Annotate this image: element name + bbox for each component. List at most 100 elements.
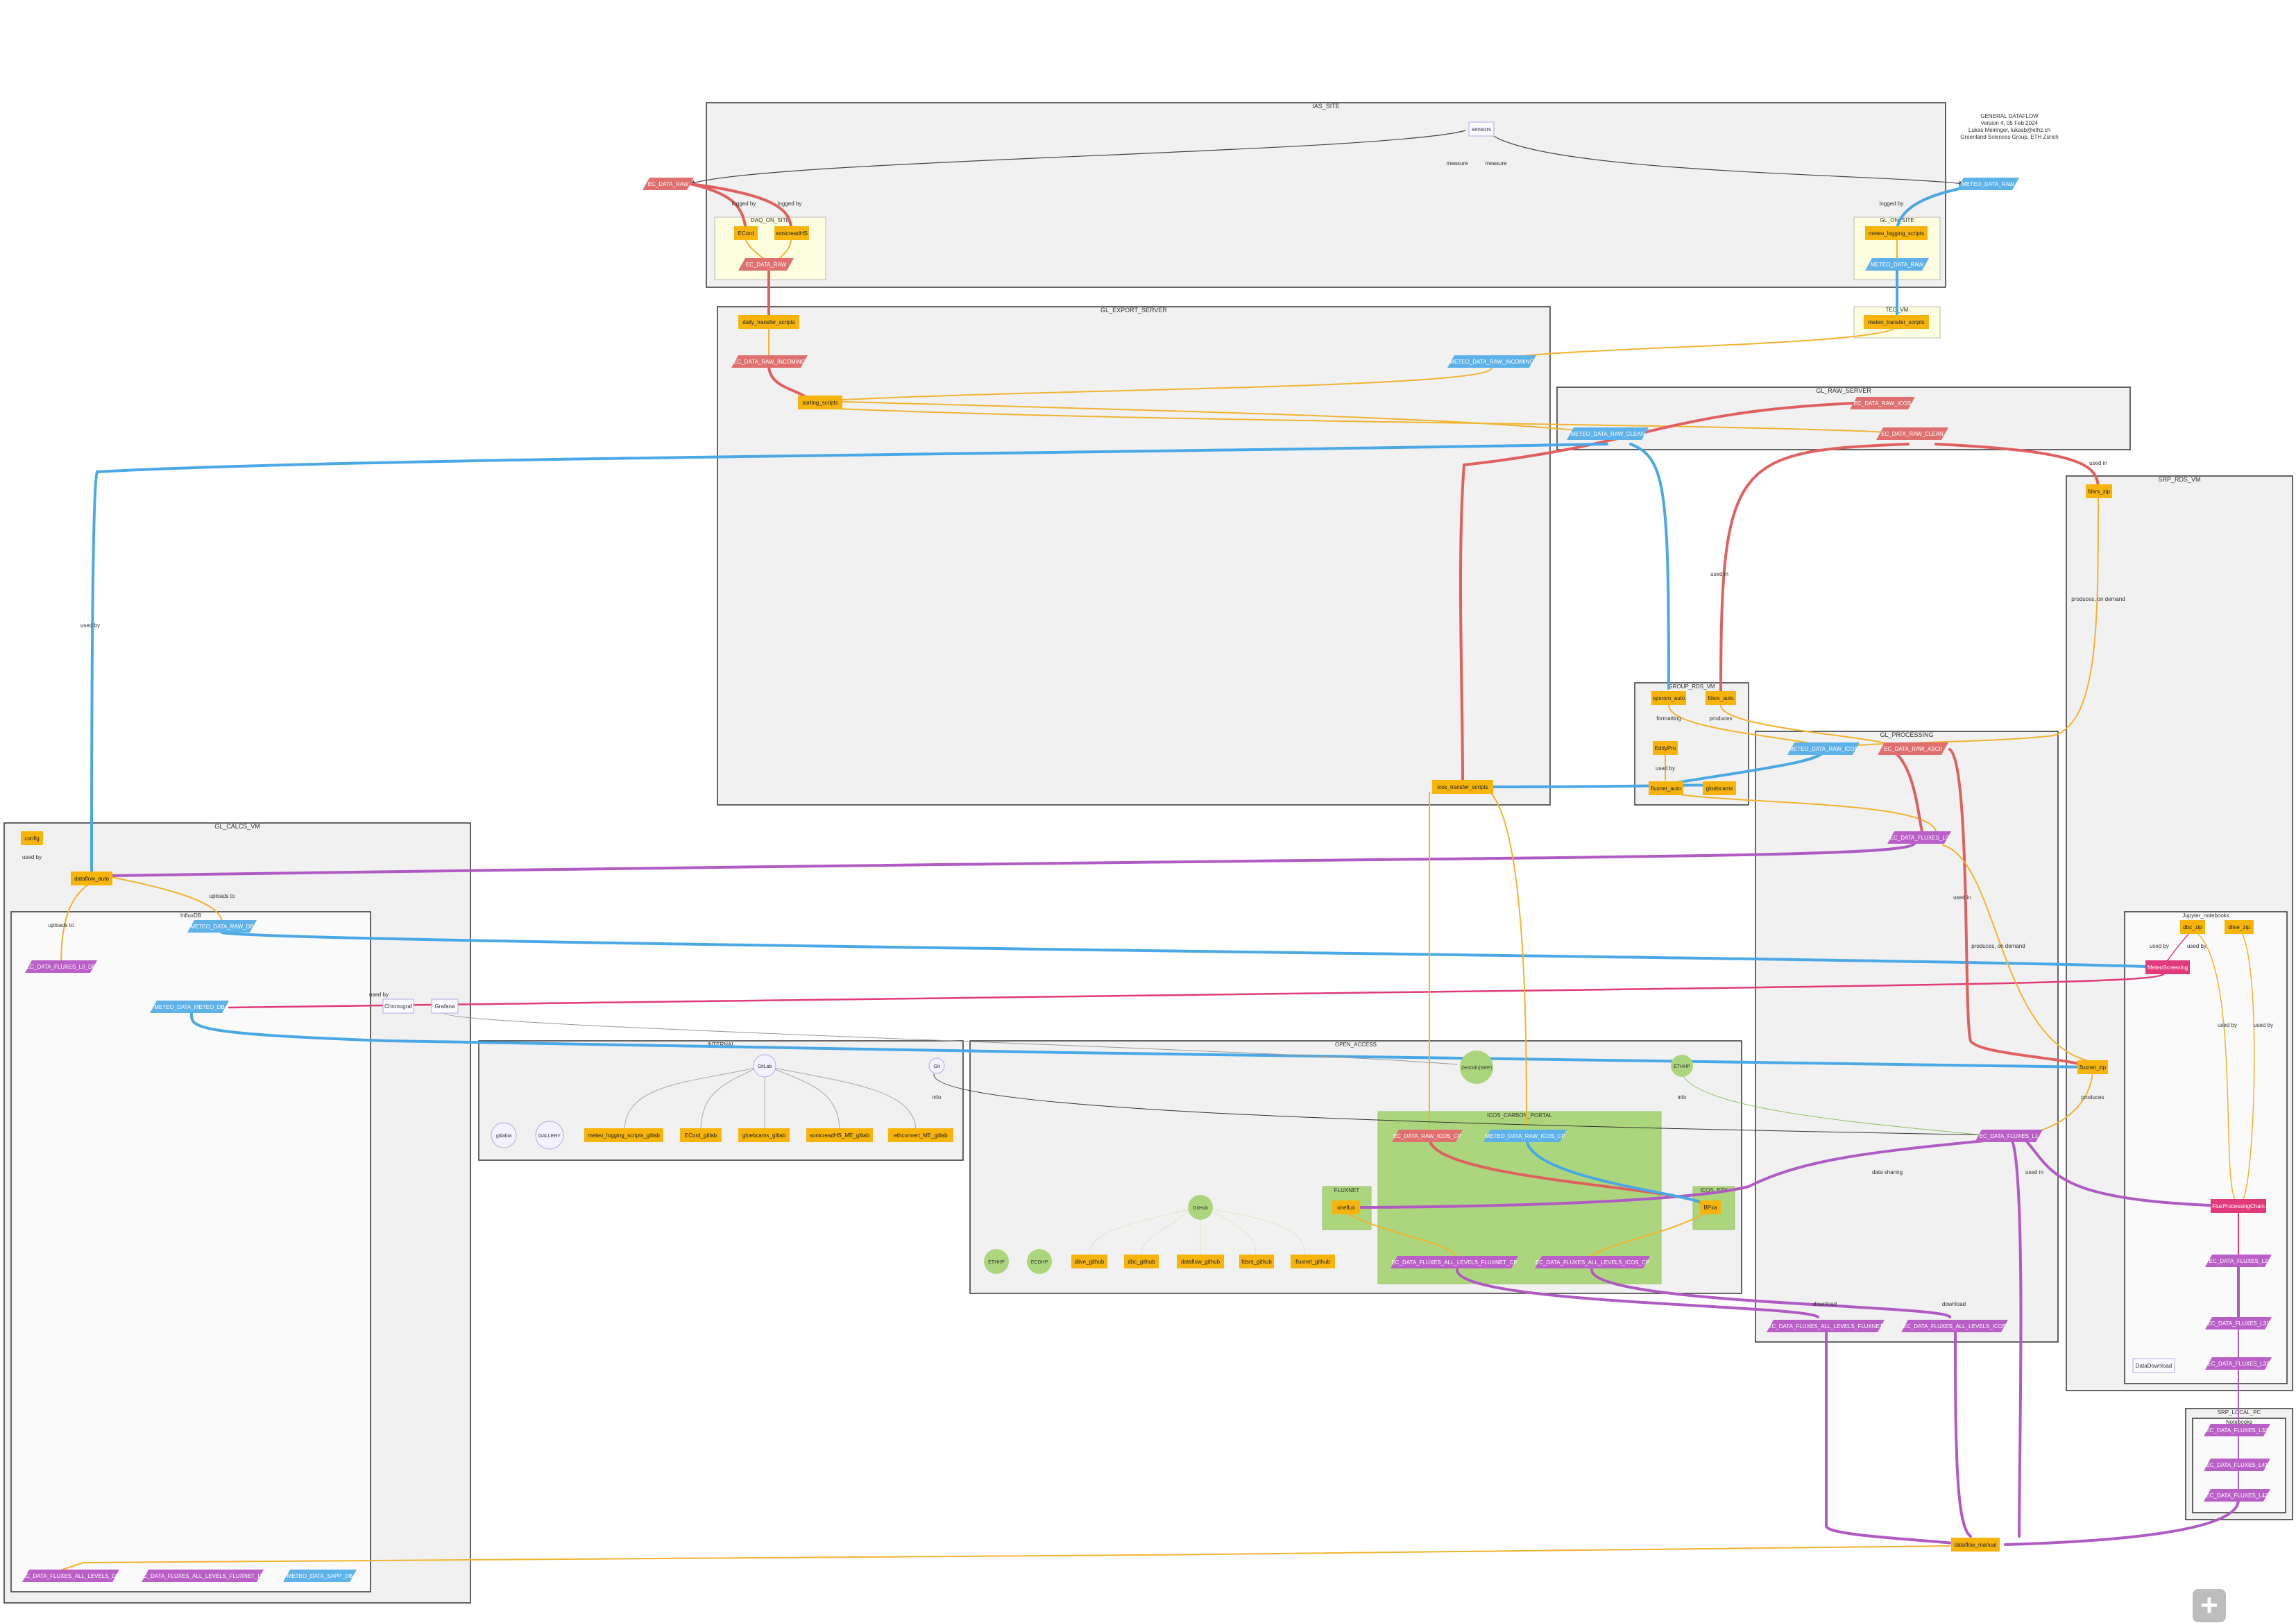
node-bpxa[interactable]: BPxa [1700, 1200, 1721, 1214]
node-gloebcams[interactable]: gloebcams [1703, 781, 1736, 795]
node-ec-data-fluxes-l0-db[interactable]: EC_DATA_FLUXES_L0_DB [25, 960, 97, 973]
node-ec-data-raw-incoming[interactable]: EC_DATA_RAW_INCOMING [731, 355, 808, 368]
node-git[interactable]: Git [928, 1057, 945, 1074]
svg-text:daily_transfer_scripts: daily_transfer_scripts [742, 319, 795, 325]
edge-label-produces-on-demand-1: produces, on demand [2071, 596, 2125, 602]
node-meteo-data-raw-icos-cp[interactable]: METEO_DATA_RAW_ICOS_CP [1483, 1130, 1567, 1142]
node-github[interactable]: GitHub [1188, 1195, 1213, 1220]
node-ec-data-fluxes-l2[interactable]: EC_DATA_FLUXES_L2 [2205, 1255, 2272, 1267]
node-meteo-data-raw-incoming[interactable]: METEO_DATA_RAW_INCOMING [1447, 355, 1536, 368]
node-datadownload[interactable]: DataDownload [2132, 1358, 2175, 1373]
node-dbc-github[interactable]: dbc_github [1124, 1255, 1159, 1268]
node-ec-data-fluxes-l33[interactable]: EC_DATA_FLUXES_L33 [2204, 1424, 2270, 1436]
svg-text:EC_DATA_FLUXES_L0_DB: EC_DATA_FLUXES_L0_DB [26, 964, 96, 970]
node-ec-data-raw-icos-cp[interactable]: EC_DATA_RAW_ICOS_CP [1392, 1130, 1463, 1142]
node-ethconvert-me-gitlab[interactable]: ethconvert_ME_gitlab [888, 1128, 953, 1142]
node-dbc-zip[interactable]: dbc_zip [2180, 920, 2205, 934]
node-ec-data-fluxes-l0[interactable]: EC_DATA_FLUXES_L0 [1887, 831, 1951, 844]
svg-text:METEO_DATA_RAW_DB: METEO_DATA_RAW_DB [190, 924, 253, 930]
node-meteo-data-raw-icos[interactable]: METEO_DATA_RAW_ICOS [1787, 742, 1860, 755]
node-meteo-logging-scripts[interactable]: meteo_logging_scripts [1865, 226, 1928, 240]
node-sensors[interactable]: sensors [1468, 121, 1495, 137]
info-line-3: Lukas Meiringer, lukasb@ethz.ch [1968, 127, 2050, 133]
node-grafana[interactable]: Grafana [431, 999, 459, 1014]
node-ec-data-fluxes-all-levels-fluxnet-db[interactable]: EC_DATA_FLUXES_ALL_LEVELS_FLUXNET_DB [139, 1570, 266, 1582]
node-ec-data-fluxes-all-levels-fluxnet-cp[interactable]: EC_DATA_FLUXES_ALL_LEVELS_FLUXNET_CP [1391, 1256, 1518, 1268]
node-meteo-data-raw-db[interactable]: METEO_DATA_RAW_DB [187, 920, 257, 933]
node-sonicreadhs-me-gitlab[interactable]: sonicreadHS_ME_gitlab [806, 1128, 873, 1142]
node-dataflow-manual[interactable]: dataflow_manual [1951, 1538, 2000, 1552]
node-ec-data-fluxes-l42[interactable]: EC_DATA_FLUXES_L42 [2204, 1489, 2270, 1502]
svg-text:gitlabia: gitlabia [496, 1134, 511, 1139]
node-diive-zip[interactable]: diive_zip [2225, 920, 2254, 934]
node-ec-data-fluxes-all-levels-db[interactable]: EC_DATA_FLUXES_ALL_LEVELS_DB [22, 1570, 119, 1582]
svg-text:ECord: ECord [738, 230, 754, 237]
node-daily-transfer-scripts[interactable]: daily_transfer_scripts [738, 315, 799, 329]
cluster-jupyter-notebooks-label: Jupyter_notebooks [2182, 912, 2229, 919]
node-gallery[interactable]: GALLERY [535, 1121, 564, 1150]
node-fdsrs-auto[interactable]: fdsrs_auto [1706, 691, 1736, 705]
node-opsrom-auto[interactable]: opsrom_auto [1651, 691, 1686, 705]
node-dataflow-auto[interactable]: dataflow_auto [71, 872, 112, 885]
svg-text:DataDownload: DataDownload [2136, 1363, 2172, 1369]
svg-text:fluxnet_github: fluxnet_github [1295, 1259, 1330, 1265]
svg-text:EddyPro: EddyPro [1655, 745, 1676, 751]
node-ethhp-bottom[interactable]: ETHHP [984, 1249, 1009, 1274]
node-ec-data-raw[interactable]: EC_DATA_RAW [643, 178, 694, 190]
node-oneflux[interactable]: oneflux [1332, 1200, 1360, 1214]
edge-label-used-by-8: used by [2254, 1022, 2273, 1028]
node-ec-data-raw-ascii[interactable]: EC_DATA_RAW_ASCII [1878, 742, 1948, 755]
node-ec-data-raw-icos[interactable]: EC_DATA_RAW_ICOS [1850, 397, 1915, 409]
node-fdsrs-zip[interactable]: fdsrs_zip [2086, 484, 2112, 498]
node-gloebcams-gitlab[interactable]: gloebcams_gitlab [738, 1128, 790, 1142]
node-fdsrs-github[interactable]: fdsrs_github [1239, 1255, 1274, 1268]
svg-text:EC_DATA_RAW_CLEAN: EC_DATA_RAW_CLEAN [1881, 431, 1944, 437]
node-meteo-data-raw[interactable]: METEO_DATA_RAW [1957, 178, 2019, 190]
svg-text:dbc_github: dbc_github [1128, 1259, 1155, 1265]
node-ec-data-fluxes-l41[interactable]: EC_DATA_FLUXES_L41 [2204, 1459, 2270, 1471]
node-config[interactable]: config [21, 831, 43, 845]
node-meteo-data-raw-site[interactable]: METEO_DATA_RAW [1865, 258, 1929, 271]
node-ecord[interactable]: ECord [734, 226, 758, 240]
node-fluxprocessingchain[interactable]: FluxProcessingChain [2211, 1199, 2266, 1213]
node-sorting-scripts[interactable]: sorting_scripts [798, 396, 842, 409]
node-ecord-gitlab[interactable]: ECord_gitlab [680, 1128, 722, 1142]
node-ec-data-fluxes-l1[interactable]: EC_DATA_FLUXES_L1 [1975, 1130, 2043, 1142]
node-gitlabia[interactable]: gitlabia [491, 1122, 517, 1148]
node-fluxnet-github[interactable]: fluxnet_github [1291, 1255, 1335, 1268]
node-gitlab[interactable]: GitLab [753, 1054, 776, 1078]
cluster-gl-calcs-vm-label: GL_CALCS_VM [214, 823, 260, 830]
node-ec-data-raw-site[interactable]: EC_DATA_RAW [738, 258, 794, 271]
node-meteoscreening[interactable]: MeteoScreening [2145, 960, 2190, 974]
node-meteo-data-meteo-db[interactable]: METEO_DATA_METEO_DB [150, 1001, 229, 1013]
node-fluxnet-zip[interactable]: fluxnet_zip [2077, 1060, 2108, 1074]
node-ecdhp[interactable]: ECDHP [1027, 1249, 1052, 1274]
node-zenodo[interactable]: ZenOdn(SRP) [1460, 1051, 1493, 1084]
node-dataflow-github[interactable]: dataflow_github [1177, 1255, 1224, 1268]
node-ec-data-fluxes-all-levels-icos[interactable]: EC_DATA_FLUXES_ALL_LEVELS_ICOS [1901, 1320, 2008, 1332]
node-eddypro[interactable]: EddyPro [1653, 741, 1678, 755]
node-meteo-data-sapp-db[interactable]: METEO_DATA_SAPP_DB [283, 1570, 357, 1582]
node-ec-data-fluxes-all-levels-icos-cp[interactable]: EC_DATA_FLUXES_ALL_LEVELS_ICOS_CP [1535, 1256, 1650, 1268]
node-ec-data-fluxes-all-levels-fluxnet[interactable]: EC_DATA_FLUXES_ALL_LEVELS_FLUXNET [1767, 1320, 1885, 1332]
node-chronograf[interactable]: Chronograf [382, 999, 414, 1014]
node-meteo-transfer-scripts[interactable]: meteo_transfer_scripts [1864, 315, 1929, 329]
node-ec-data-fluxes-l31[interactable]: EC_DATA_FLUXES_L31 [2205, 1317, 2272, 1329]
node-ec-data-raw-clean[interactable]: EC_DATA_RAW_CLEAN [1876, 427, 1948, 440]
node-sonicreadhs[interactable]: sonicreadHS [774, 226, 809, 240]
svg-text:diive_zip: diive_zip [2228, 924, 2250, 931]
svg-text:fdsrs_auto: fdsrs_auto [1708, 695, 1734, 702]
node-fluxnet-auto[interactable]: fluxnet_auto [1649, 781, 1683, 795]
edge-label-used-by-4: used by [2150, 943, 2169, 949]
edge-label-logged-by-2: logged by [778, 201, 802, 207]
node-meteo-data-raw-clean[interactable]: METEO_DATA_RAW_CLEAN [1567, 427, 1649, 440]
node-ethhip[interactable]: ETHHP [1671, 1055, 1693, 1077]
node-ec-data-fluxes-l32[interactable]: EC_DATA_FLUXES_L32 [2205, 1357, 2272, 1370]
info-line-2: version 4, 05 Feb 2024 [1981, 120, 2038, 126]
svg-text:icos_transfer_scripts: icos_transfer_scripts [1437, 784, 1488, 790]
node-meteo-logging-scripts-gitlab[interactable]: meteo_logging_scripts_gitlab [584, 1128, 663, 1142]
node-icos-transfer-scripts[interactable]: icos_transfer_scripts [1432, 780, 1493, 794]
add-button[interactable]: + [2193, 1589, 2226, 1622]
edge-label-measure-2: measure [1485, 160, 1507, 167]
node-diive-github[interactable]: diive_github [1071, 1255, 1107, 1268]
